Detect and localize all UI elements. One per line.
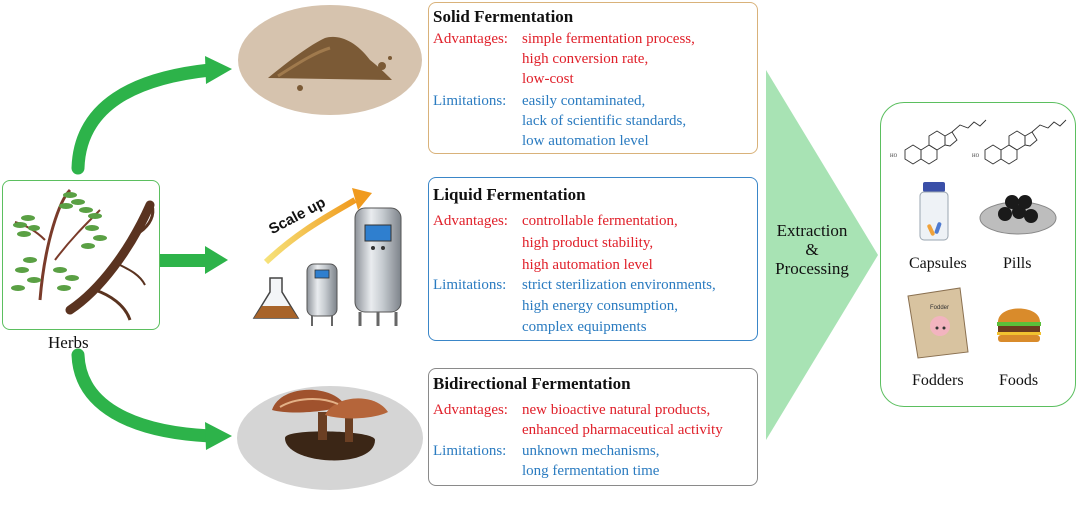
- process-label: Extraction & Processing: [764, 221, 860, 278]
- bidirectional-adv-1: new bioactive natural products,: [522, 402, 711, 418]
- bidirectional-lim-2: long fermentation time: [522, 463, 660, 479]
- bidirectional-fermentation-box: Bidirectional Fermentation Advantages: n…: [428, 368, 758, 486]
- mushroom-image: [237, 386, 423, 490]
- liquid-lim-2: high energy consumption,: [522, 298, 678, 314]
- liquid-lim-3: complex equipments: [522, 319, 647, 335]
- arrow-to-bidirectional: [71, 348, 232, 450]
- flask-image: [252, 277, 300, 319]
- process-label-line-1: Extraction: [776, 221, 848, 240]
- liquid-title: Liquid Fermentation: [433, 185, 586, 204]
- triterpenoid-structure-2: HO: [972, 119, 1067, 165]
- liquid-adv-3: high automation level: [522, 257, 653, 273]
- solid-lim-3: low automation level: [522, 133, 649, 149]
- liquid-adv-1: controllable fermentation,: [522, 213, 678, 229]
- process-label-line-3: Processing: [775, 259, 849, 278]
- bidirectional-adv-2: enhanced pharmaceutical activity: [522, 422, 723, 438]
- products-panel: [880, 102, 1076, 407]
- solid-title: Solid Fermentation: [433, 7, 574, 26]
- liquid-fermentation-box: Liquid Fermentation Advantages: controll…: [428, 177, 758, 341]
- burger-image: [997, 308, 1041, 342]
- solid-adv-label: Advantages:: [433, 31, 508, 47]
- process-arrow: [766, 70, 878, 440]
- process-label-line-2: &: [805, 240, 819, 259]
- solid-lim-1: easily contaminated,: [522, 93, 646, 109]
- arrow-to-liquid: [160, 246, 228, 274]
- fodders-label: Fodders: [912, 372, 964, 389]
- bidirectional-title: Bidirectional Fermentation: [433, 374, 631, 393]
- solid-fermentation-box: Solid Fermentation Advantages: simple fe…: [428, 2, 758, 154]
- herbs-label: Herbs: [48, 333, 89, 352]
- small-fermenter-image: [306, 263, 338, 326]
- solid-lim-label: Limitations:: [433, 93, 507, 109]
- solid-adv-1: simple fermentation process,: [522, 31, 695, 47]
- liquid-lim-1: strict sterilization environments,: [522, 277, 716, 293]
- triterpenoid-structure-1: HO: [890, 119, 987, 165]
- bidirectional-lim-1: unknown mechanisms,: [522, 443, 660, 459]
- pills-label: Pills: [1003, 255, 1032, 272]
- large-fermenter-image: [354, 207, 402, 326]
- fodder-bag-text: Fodder: [930, 305, 949, 311]
- liquid-lim-label: Limitations:: [433, 277, 507, 293]
- fodder-bag-image: [907, 287, 969, 359]
- capsules-label: Capsules: [909, 255, 967, 272]
- svg-text:HO: HO: [972, 154, 980, 159]
- liquid-adv-label: Advantages:: [433, 213, 508, 229]
- pills-image: [979, 195, 1057, 235]
- bidirectional-adv-label: Advantages:: [433, 402, 508, 418]
- solid-substrate-image: [238, 5, 422, 115]
- liquid-adv-2: high product stability,: [522, 235, 654, 251]
- foods-label: Foods: [999, 372, 1039, 389]
- solid-lim-2: lack of scientific standards,: [522, 113, 687, 129]
- capsules-image: [919, 182, 949, 241]
- herbs-box: [2, 180, 160, 330]
- arrow-to-solid: [71, 56, 232, 175]
- scale-up-arrow: [263, 188, 372, 265]
- svg-text:HO: HO: [890, 154, 898, 159]
- bidirectional-lim-label: Limitations:: [433, 443, 507, 459]
- herb-plant-image: [11, 188, 155, 321]
- solid-adv-3: low-cost: [522, 71, 574, 87]
- solid-adv-2: high conversion rate,: [522, 51, 649, 67]
